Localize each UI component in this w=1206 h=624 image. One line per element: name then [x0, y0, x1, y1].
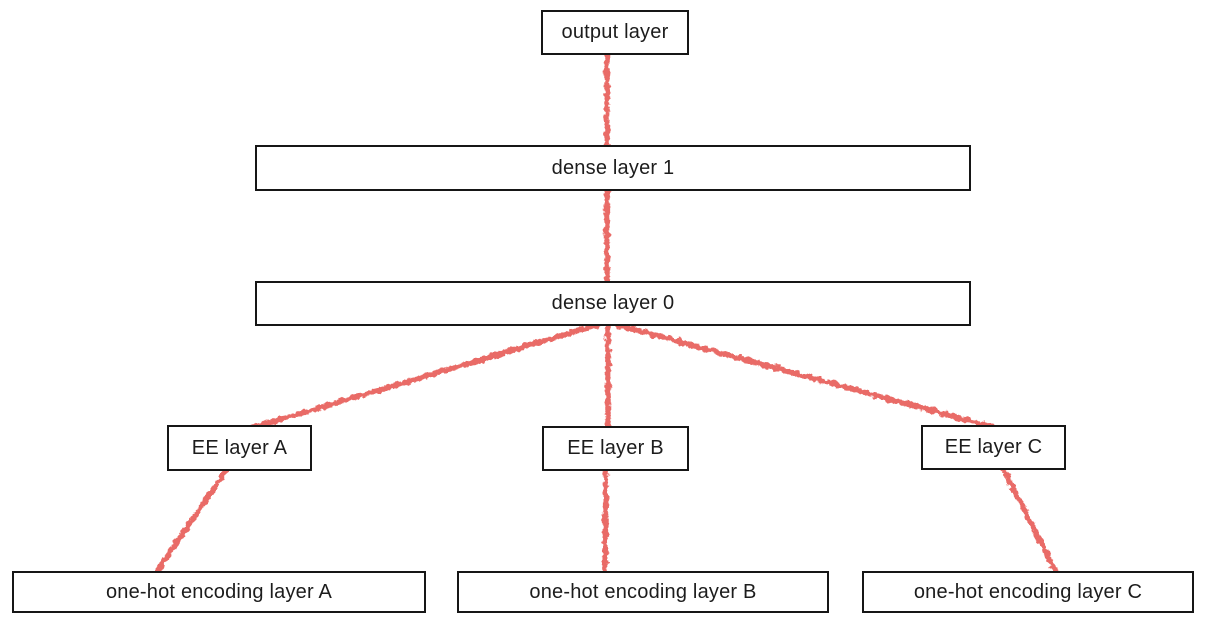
edge-dense-layer-0-to-ee-layer-a	[249, 319, 610, 431]
node-one-hot-encoding-layer-c: one-hot encoding layer C	[862, 571, 1194, 613]
node-ee-layer-a: EE layer A	[167, 425, 312, 471]
node-ee-layer-c: EE layer C	[921, 425, 1066, 470]
edge-dense-layer-0-to-ee-layer-c	[604, 319, 995, 430]
node-dense-layer-1: dense layer 1	[255, 145, 971, 191]
connection-edges	[153, 53, 1059, 576]
edge-ee-layer-a-to-one-hot-a	[153, 466, 230, 576]
node-one-hot-encoding-layer-b: one-hot encoding layer B	[457, 571, 829, 613]
node-output-layer: output layer	[541, 10, 689, 55]
node-ee-layer-b: EE layer B	[542, 426, 689, 471]
node-dense-layer-0: dense layer 0	[255, 281, 971, 326]
node-one-hot-encoding-layer-a: one-hot encoding layer A	[12, 571, 426, 613]
edge-ee-layer-b-to-one-hot-b	[602, 466, 609, 576]
edge-ee-layer-c-to-one-hot-c	[1000, 465, 1059, 575]
